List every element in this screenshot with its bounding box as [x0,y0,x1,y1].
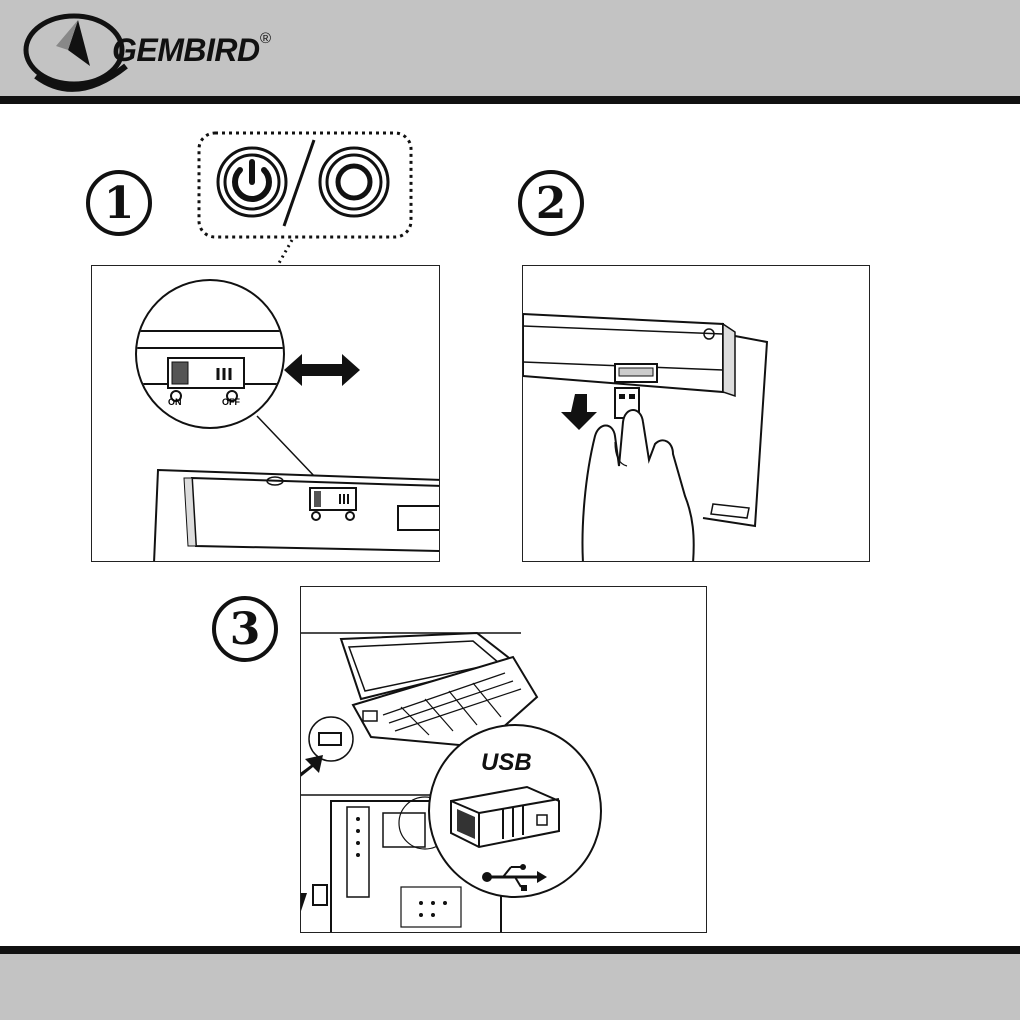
down-arrow-icon [561,394,597,430]
step-2-panel [522,265,870,562]
keyboard-switch-illustration: ON OFF [92,266,440,562]
slide-arrow-icon [284,354,360,386]
step-3-panel: USB [300,586,707,933]
arrow-lower-icon [300,893,307,921]
usb-label: USB [481,749,532,777]
step-1-panel: ON OFF [91,265,440,562]
arrow-upper-icon [300,755,323,791]
hand-icon [583,410,694,562]
step-2-number: 2 [518,170,584,236]
switch-label-off: OFF [222,397,240,407]
switch-label-on: ON [168,397,182,407]
step-3-number: 3 [212,596,278,662]
footer-band [0,946,1020,1020]
receiver-removal-illustration [523,266,870,562]
